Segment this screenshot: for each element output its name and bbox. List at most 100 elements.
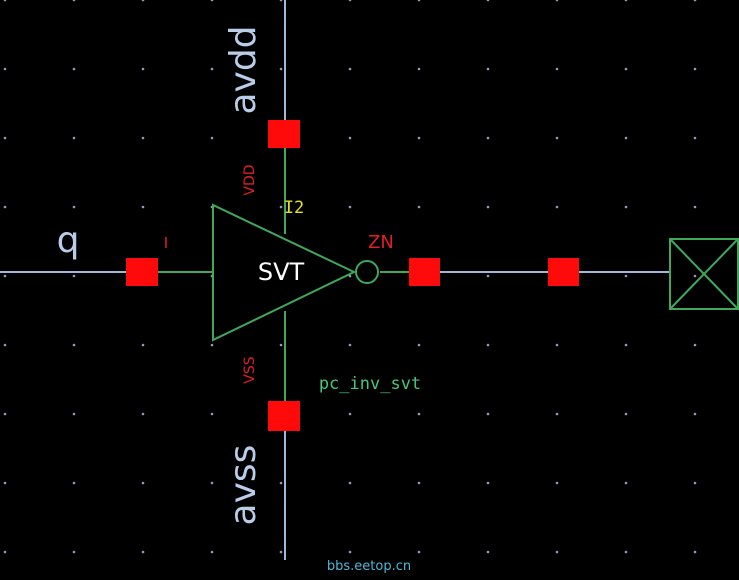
grid-dot (3, 481, 7, 485)
grid-dots (3, 0, 697, 554)
instance-index-label: I2 (284, 198, 304, 218)
grid-dot (486, 343, 490, 347)
inverter-bubble (355, 260, 379, 284)
grid-dot (486, 136, 490, 140)
grid-dot (141, 550, 145, 554)
grid-dot (72, 412, 76, 416)
grid-dot (72, 274, 76, 278)
grid-dot (141, 343, 145, 347)
grid-dot (624, 136, 628, 140)
net-label-avdd: avdd (223, 25, 264, 114)
grid-dot (624, 412, 628, 416)
grid-dot (72, 67, 76, 71)
cell-name-label: pc_inv_svt (319, 374, 421, 394)
pin-output[interactable] (409, 258, 440, 286)
pin-label-input: I (164, 234, 168, 252)
grid-dot (555, 67, 559, 71)
grid-dot (417, 481, 421, 485)
grid-dot (417, 550, 421, 554)
grid-dot (486, 205, 490, 209)
output-terminal-icon[interactable] (669, 238, 739, 310)
grid-dot (417, 343, 421, 347)
grid-dot (624, 0, 628, 2)
grid-dot (624, 274, 628, 278)
grid-dot (279, 0, 283, 2)
grid-dot (624, 67, 628, 71)
grid-dot (348, 412, 352, 416)
grid-dot (693, 136, 697, 140)
grid-dot (210, 136, 214, 140)
grid-dot (417, 205, 421, 209)
grid-dot (348, 550, 352, 554)
pin-avss[interactable] (268, 401, 300, 431)
grid-dot (72, 0, 76, 2)
grid-dot (693, 343, 697, 347)
grid-dot (693, 550, 697, 554)
grid-dot (210, 550, 214, 554)
grid-dot (555, 0, 559, 2)
grid-dot (417, 0, 421, 2)
grid-dot (3, 343, 7, 347)
inverter-triangle[interactable] (212, 203, 357, 342)
grid-dot (3, 205, 7, 209)
grid-dot (555, 481, 559, 485)
pin-input[interactable] (126, 258, 158, 286)
net-label-avss: avss (223, 445, 264, 526)
grid-dot (210, 67, 214, 71)
grid-dot (624, 481, 628, 485)
grid-dot (210, 0, 214, 2)
grid-dot (693, 0, 697, 2)
grid-dot (624, 343, 628, 347)
grid-dot (210, 481, 214, 485)
grid-dot (141, 412, 145, 416)
grid-dot (348, 205, 352, 209)
grid-dot (348, 136, 352, 140)
grid-dot (279, 67, 283, 71)
cell-type-label: SVT (258, 258, 305, 286)
grid-dot (417, 136, 421, 140)
grid-dot (693, 67, 697, 71)
grid-dot (3, 274, 7, 278)
net-label-q: q (57, 220, 80, 261)
grid-dot (210, 412, 214, 416)
grid-dot (279, 550, 283, 554)
grid-dot (72, 205, 76, 209)
grid-dot (555, 205, 559, 209)
grid-dot (555, 550, 559, 554)
grid-dot (693, 481, 697, 485)
grid-dot (624, 550, 628, 554)
grid-dot (72, 481, 76, 485)
grid-dot (486, 0, 490, 2)
pin-label-vss: VSS (242, 356, 258, 383)
grid-dot (3, 550, 7, 554)
grid-dot (693, 412, 697, 416)
grid-dot (486, 274, 490, 278)
grid-dot (279, 274, 283, 278)
grid-dot (72, 550, 76, 554)
grid-dot (72, 343, 76, 347)
grid-dot (141, 205, 145, 209)
grid-dot (348, 343, 352, 347)
pin-wire-mid[interactable] (548, 258, 579, 286)
grid-dot (3, 67, 7, 71)
grid-dot (72, 136, 76, 140)
grid-dot (348, 481, 352, 485)
grid-dot (3, 0, 7, 2)
grid-dot (210, 343, 214, 347)
grid-dot (486, 550, 490, 554)
grid-dot (141, 481, 145, 485)
grid-dot (555, 343, 559, 347)
grid-dot (486, 67, 490, 71)
grid-dot (486, 481, 490, 485)
grid-dot (693, 274, 697, 278)
grid-dot (141, 67, 145, 71)
grid-dot (141, 0, 145, 2)
grid-dot (417, 412, 421, 416)
grid-dot (417, 67, 421, 71)
pin-label-vdd: VDD (242, 164, 258, 195)
pin-avdd[interactable] (268, 120, 300, 148)
grid-dot (3, 136, 7, 140)
grid-dot (141, 136, 145, 140)
